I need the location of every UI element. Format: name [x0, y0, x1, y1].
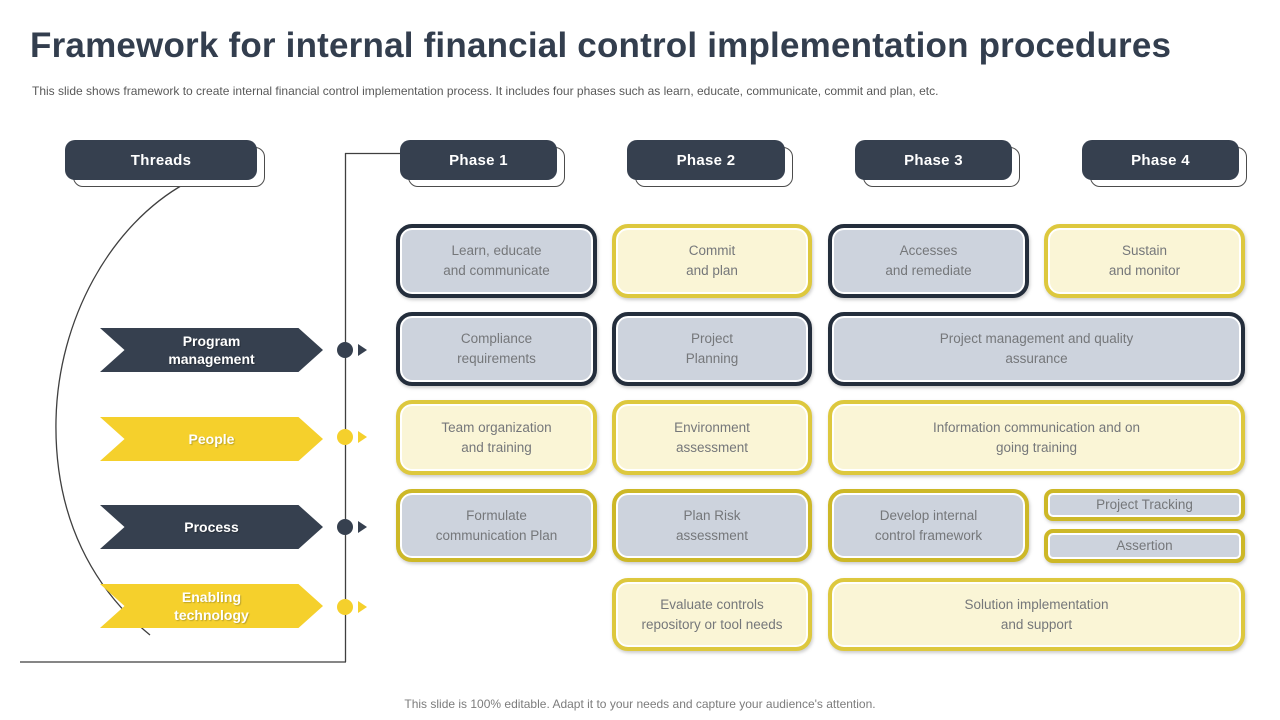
- header-phase-1-label: Phase 1: [400, 140, 557, 180]
- page-title: Framework for internal financial control…: [30, 26, 1172, 65]
- box-sustain-and-monitor: Sustain and monitor: [1044, 224, 1245, 298]
- thread-arrow-people: People: [100, 417, 323, 461]
- box-accesses-and-remediate: Accesses and remediate: [828, 224, 1029, 298]
- box-plan-risk-assessment: Plan Risk assessment: [612, 489, 812, 562]
- box-information-communication-training: Information communication and on going t…: [828, 400, 1245, 475]
- connector-dot-people: [337, 429, 353, 445]
- thread-label-process: Process: [184, 518, 239, 535]
- header-threads: Threads: [65, 140, 265, 187]
- header-phase-2-label: Phase 2: [627, 140, 785, 180]
- box-project-planning: Project Planning: [612, 312, 812, 386]
- box-assertion: Assertion: [1044, 529, 1245, 563]
- thread-label-enabling-technology: Enabling technology: [174, 588, 249, 623]
- thread-arrow-enabling-technology: Enabling technology: [100, 584, 323, 628]
- connector-arrowhead-enabling: [358, 601, 367, 613]
- box-compliance-requirements: Compliance requirements: [396, 312, 597, 386]
- thread-label-people: People: [188, 430, 235, 447]
- connector-arrowhead-people: [358, 431, 367, 443]
- box-solution-implementation-support: Solution implementation and support: [828, 578, 1245, 651]
- box-environment-assessment: Environment assessment: [612, 400, 812, 475]
- connector-arrowhead-program: [358, 344, 367, 356]
- box-evaluate-controls-repository: Evaluate controls repository or tool nee…: [612, 578, 812, 651]
- slide-subtitle: This slide shows framework to create int…: [32, 84, 939, 98]
- connector-dot-enabling: [337, 599, 353, 615]
- box-team-organization-and-training: Team organization and training: [396, 400, 597, 475]
- header-phase-4-label: Phase 4: [1082, 140, 1239, 180]
- threads-arc-line: [55, 182, 187, 636]
- header-phase-1: Phase 1: [400, 140, 565, 187]
- connector-arrowhead-process: [358, 521, 367, 533]
- box-project-tracking: Project Tracking: [1044, 489, 1245, 521]
- box-learn-educate-and-communicate: Learn, educate and communicate: [396, 224, 597, 298]
- header-phase-2: Phase 2: [627, 140, 793, 187]
- connector-dot-program: [337, 342, 353, 358]
- header-phase-3-label: Phase 3: [855, 140, 1012, 180]
- thread-label-program-management: Program management: [168, 332, 255, 367]
- header-phase-3: Phase 3: [855, 140, 1020, 187]
- box-project-management-quality-assurance: Project management and quality assurance: [828, 312, 1245, 386]
- box-commit-and-plan: Commit and plan: [612, 224, 812, 298]
- header-threads-label: Threads: [65, 140, 257, 180]
- slide-footer-note: This slide is 100% editable. Adapt it to…: [404, 697, 876, 711]
- thread-arrow-process: Process: [100, 505, 323, 549]
- box-develop-internal-control-framework: Develop internal control framework: [828, 489, 1029, 562]
- thread-arrow-program-management: Program management: [100, 328, 323, 372]
- header-phase-4: Phase 4: [1082, 140, 1247, 187]
- box-formulate-communication-plan: Formulate communication Plan: [396, 489, 597, 562]
- connector-dot-process: [337, 519, 353, 535]
